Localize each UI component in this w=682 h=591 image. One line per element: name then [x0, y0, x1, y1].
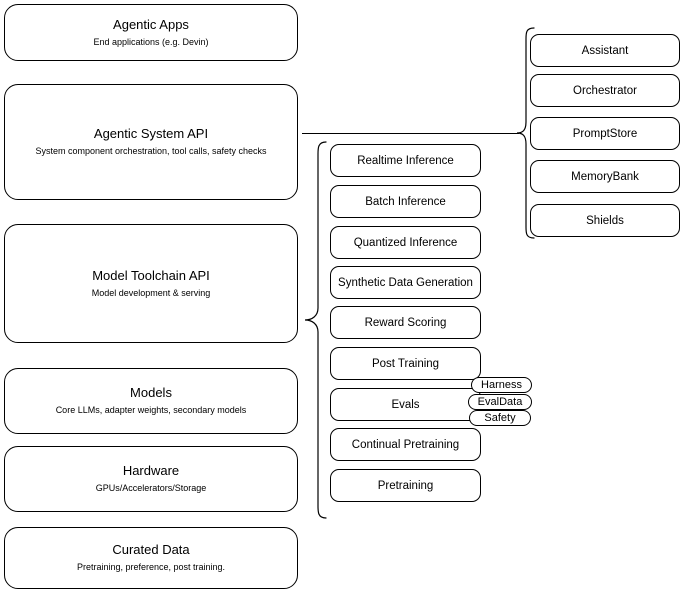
stack-layer-hardware[interactable]: Hardware GPUs/Accelerators/Storage — [4, 446, 298, 512]
evals-subcomponent-label: Harness — [481, 379, 522, 391]
brace-model-toolchain — [302, 140, 328, 520]
stack-layer-curated-data[interactable]: Curated Data Pretraining, preference, po… — [4, 527, 298, 589]
stack-layer-subtitle: System component orchestration, tool cal… — [35, 146, 267, 156]
stack-layer-model-toolchain-api[interactable]: Model Toolchain API Model development & … — [4, 224, 298, 343]
agentic-component-memorybank[interactable]: MemoryBank — [530, 160, 680, 193]
capability-label: Evals — [391, 398, 420, 411]
agentic-component-label: Assistant — [581, 44, 629, 57]
stack-layer-title: Hardware — [122, 463, 180, 478]
evals-subcomponent-harness[interactable]: Harness — [471, 377, 532, 393]
stack-layer-title: Agentic Apps — [113, 16, 189, 32]
capability-post-training[interactable]: Post Training — [330, 347, 481, 380]
capability-label: Post Training — [371, 357, 440, 370]
connector-line-agentic-system — [302, 133, 519, 134]
evals-subcomponent-label: EvalData — [477, 396, 523, 408]
capability-realtime-inference[interactable]: Realtime Inference — [330, 144, 481, 177]
capability-label: Pretraining — [377, 479, 434, 492]
stack-layer-subtitle: Core LLMs, adapter weights, secondary mo… — [55, 405, 247, 415]
stack-layer-title: Curated Data — [112, 542, 190, 557]
capability-pretraining[interactable]: Pretraining — [330, 469, 481, 502]
evals-subcomponent-label: Safety — [484, 412, 516, 424]
agentic-component-orchestrator[interactable]: Orchestrator — [530, 74, 680, 107]
agentic-component-shields[interactable]: Shields — [530, 204, 680, 237]
agentic-component-assistant[interactable]: Assistant — [530, 34, 680, 67]
agentic-component-promptstore[interactable]: PromptStore — [530, 117, 680, 150]
evals-subcomponent-evaldata[interactable]: EvalData — [468, 394, 532, 410]
capability-label: Synthetic Data Generation — [338, 276, 473, 289]
evals-subcomponent-safety[interactable]: Safety — [469, 410, 531, 426]
agentic-component-label: MemoryBank — [571, 170, 639, 183]
capability-label: Continual Pretraining — [351, 438, 460, 451]
stack-layer-title: Model Toolchain API — [92, 267, 210, 283]
capability-reward-scoring[interactable]: Reward Scoring — [330, 306, 481, 339]
stack-layer-title: Models — [130, 385, 172, 400]
stack-layer-agentic-system-api[interactable]: Agentic System API System component orch… — [4, 84, 298, 200]
agentic-component-label: PromptStore — [572, 127, 638, 140]
capability-quantized-inference[interactable]: Quantized Inference — [330, 226, 481, 259]
stack-layer-models[interactable]: Models Core LLMs, adapter weights, secon… — [4, 368, 298, 434]
capability-continual-pretraining[interactable]: Continual Pretraining — [330, 428, 481, 461]
stack-layer-subtitle: GPUs/Accelerators/Storage — [95, 483, 207, 493]
capability-label: Realtime Inference — [357, 154, 454, 167]
agentic-component-label: Shields — [586, 214, 624, 227]
stack-layer-subtitle: Pretraining, preference, post training. — [76, 562, 226, 572]
capability-label: Quantized Inference — [353, 236, 458, 249]
capability-label: Batch Inference — [365, 195, 446, 208]
capability-label: Reward Scoring — [364, 316, 447, 329]
stack-layer-subtitle: Model development & serving — [91, 287, 211, 298]
capability-evals[interactable]: Evals — [330, 388, 481, 421]
capability-batch-inference[interactable]: Batch Inference — [330, 185, 481, 218]
stack-layer-title: Agentic System API — [93, 126, 209, 141]
capability-synthetic-data-generation[interactable]: Synthetic Data Generation — [330, 266, 481, 299]
stack-layer-agentic-apps[interactable]: Agentic Apps End applications (e.g. Devi… — [4, 4, 298, 61]
stack-layer-subtitle: End applications (e.g. Devin) — [93, 36, 209, 47]
agentic-component-label: Orchestrator — [573, 84, 637, 97]
